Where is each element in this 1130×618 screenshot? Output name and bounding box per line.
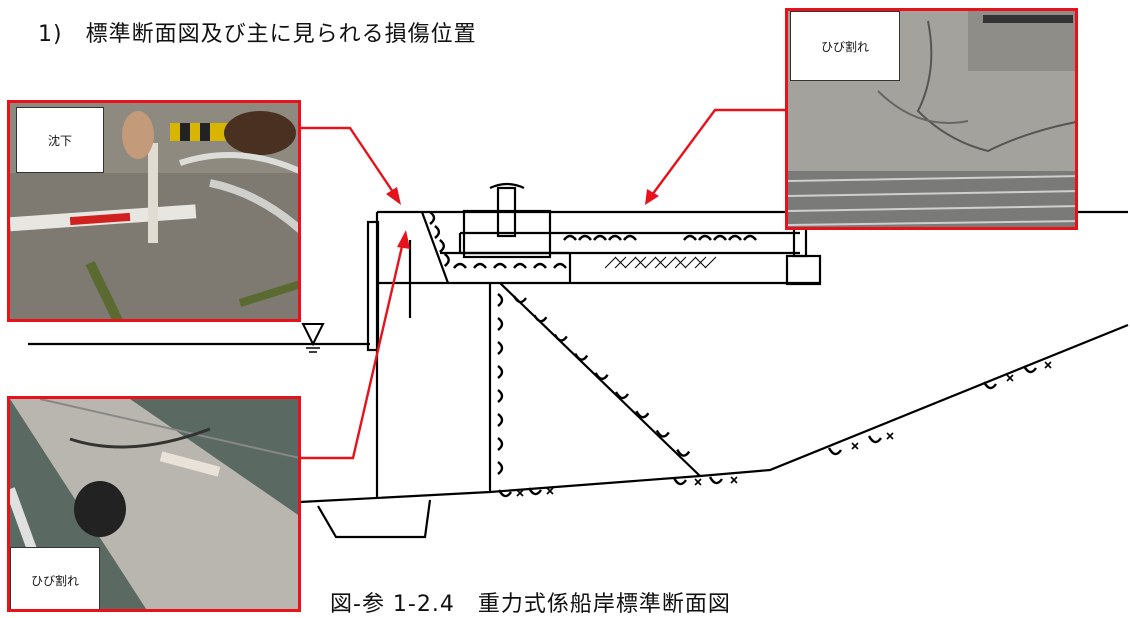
arrow-crack-side [300,241,405,460]
arrow-settlement [300,126,396,196]
water-level-marker [301,323,325,347]
arrow-crack-top [651,108,788,196]
crack-top-photo-image [788,11,1075,227]
label-settlement: 沈下 [16,107,104,173]
beam-block [462,209,552,259]
photo-crack-top: ひび割れ [785,8,1078,230]
end-footing [785,254,822,286]
rubble-marks [429,211,1052,498]
seabed-line [299,323,1129,504]
photo-settlement: 沈下 [7,100,301,322]
label-crack-side: ひび割れ [10,547,100,609]
label-crack-top: ひび割れ [790,11,900,81]
figure-caption: 図-参 1-2.4 重力式係船岸標準断面図 [330,592,731,617]
bollard-base [496,186,517,238]
section-heading: 1) 標準断面図及び主に見られる損傷位置 [38,22,477,47]
photo-crack-side: ひび割れ [7,396,301,612]
